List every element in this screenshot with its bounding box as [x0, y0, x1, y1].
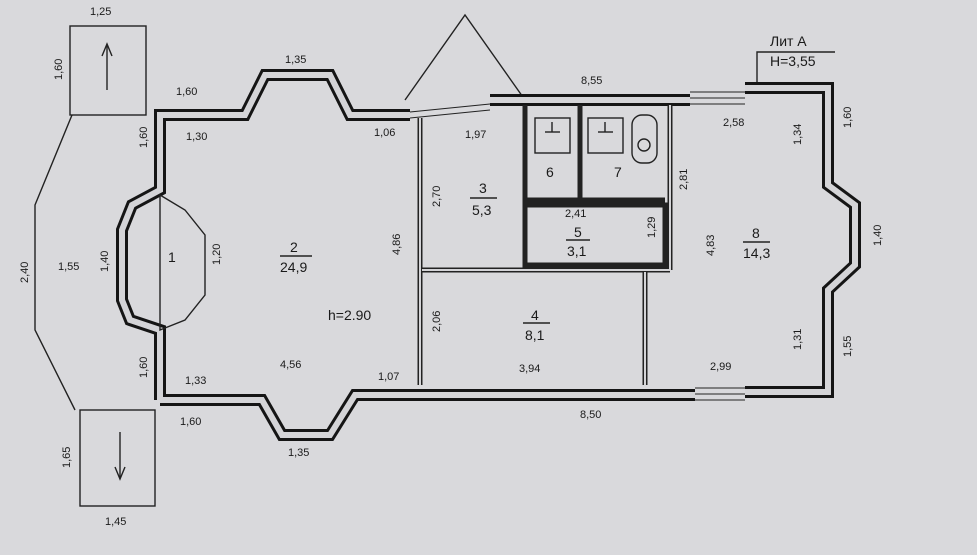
svg-text:1,65: 1,65 — [61, 447, 73, 468]
svg-text:1,33: 1,33 — [185, 375, 206, 387]
svg-text:8,55: 8,55 — [581, 75, 602, 87]
svg-text:4,56: 4,56 — [280, 359, 301, 371]
dimensions-vertical: 1,60 1,65 2,40 1,60 1,60 1,40 1,20 4,86 … — [19, 59, 884, 468]
room-2-number: 2 — [290, 239, 298, 255]
svg-text:1,40: 1,40 — [872, 225, 884, 246]
terrace-outline — [34, 114, 76, 411]
svg-text:1,60: 1,60 — [53, 59, 65, 80]
room-2-area: 24,9 — [280, 259, 307, 275]
svg-text:2,06: 2,06 — [431, 311, 443, 332]
svg-text:1,20: 1,20 — [211, 244, 223, 265]
arrow-down-head — [114, 466, 126, 481]
lit-marker — [756, 51, 835, 88]
svg-text:1,60: 1,60 — [176, 86, 197, 98]
roof-outline — [404, 13, 526, 101]
room-6-number: 6 — [546, 164, 554, 180]
svg-text:1,35: 1,35 — [285, 54, 306, 66]
svg-text:8,50: 8,50 — [580, 409, 601, 421]
svg-text:1,60: 1,60 — [180, 416, 201, 428]
svg-text:2,81: 2,81 — [678, 169, 690, 190]
svg-text:2,99: 2,99 — [710, 361, 731, 373]
svg-text:1,97: 1,97 — [465, 129, 486, 141]
svg-text:4,86: 4,86 — [391, 234, 403, 255]
room-5-area: 3,1 — [567, 243, 587, 259]
room-3-number: 3 — [479, 180, 487, 196]
room-4-number: 4 — [531, 307, 539, 323]
room-3-area: 5,3 — [472, 202, 492, 218]
porch-top — [69, 25, 147, 116]
room-8-area: 14,3 — [743, 245, 770, 261]
svg-text:1,40: 1,40 — [99, 251, 111, 272]
svg-text:1,29: 1,29 — [646, 217, 658, 238]
svg-text:1,60: 1,60 — [842, 107, 854, 128]
svg-text:1,35: 1,35 — [288, 447, 309, 459]
svg-text:2,58: 2,58 — [723, 117, 744, 129]
svg-text:2,40: 2,40 — [19, 262, 31, 283]
svg-text:1,06: 1,06 — [374, 127, 395, 139]
svg-text:1,60: 1,60 — [138, 357, 150, 378]
svg-text:1,55: 1,55 — [58, 261, 79, 273]
svg-text:2,70: 2,70 — [431, 186, 443, 207]
interior-walls — [417, 105, 673, 385]
porch-bottom — [79, 409, 156, 507]
room-1-number: 1 — [168, 249, 176, 265]
svg-text:1,25: 1,25 — [90, 6, 111, 18]
room-4-area: 8,1 — [525, 327, 545, 343]
svg-text:3,94: 3,94 — [519, 363, 540, 375]
svg-text:1,34: 1,34 — [792, 124, 804, 145]
svg-text:1,55: 1,55 — [842, 336, 854, 357]
dimensions: 1,25 1,45 1,60 1,30 1,35 1,06 1,97 8,55 … — [58, 6, 744, 528]
room-5-number: 5 — [574, 224, 582, 240]
svg-text:4,83: 4,83 — [705, 235, 717, 256]
arrow-up-head — [101, 42, 113, 57]
svg-text:1,31: 1,31 — [792, 329, 804, 350]
svg-text:1,30: 1,30 — [186, 131, 207, 143]
lit-label: Лит А — [770, 33, 807, 49]
outer-walls — [116, 69, 861, 441]
svg-text:1,60: 1,60 — [138, 127, 150, 148]
svg-text:1,07: 1,07 — [378, 371, 399, 383]
room-8-number: 8 — [752, 225, 760, 241]
room-7-number: 7 — [614, 164, 622, 180]
ceiling-height: h=2.90 — [328, 307, 371, 323]
building-height: H=3,55 — [770, 53, 816, 69]
svg-text:2,41: 2,41 — [565, 208, 586, 220]
svg-text:1,45: 1,45 — [105, 516, 126, 528]
